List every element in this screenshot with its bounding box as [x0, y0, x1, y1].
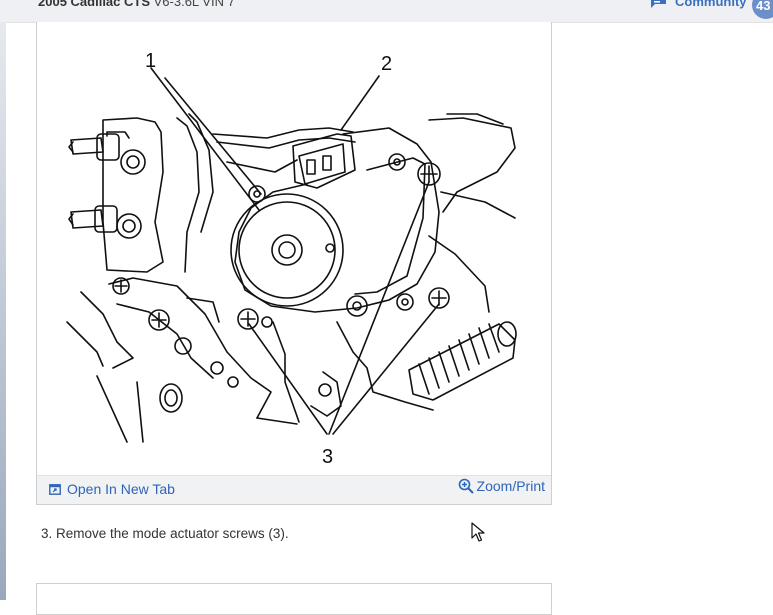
community-label: Community: [675, 0, 747, 9]
next-figure-card: [36, 583, 552, 615]
left-accent-bar: [0, 22, 6, 600]
callout-3: 3: [322, 446, 333, 468]
open-in-new-tab-label: Open In New Tab: [67, 481, 175, 497]
chat-icon: [651, 0, 666, 8]
zoom-print-label: Zoom/Print: [476, 478, 545, 494]
figure-footer: Open In New Tab Zoom/Print: [37, 475, 551, 504]
vehicle-make-model: 2005 Cadillac CTS: [38, 0, 150, 9]
vehicle-title: 2005 Cadillac CTS V6-3.6L VIN 7: [38, 0, 235, 9]
community-button[interactable]: Community: [650, 0, 747, 9]
mode-actuator-diagram: 1 2 3: [66, 50, 517, 468]
step-caption: 3. Remove the mode actuator screws (3).: [41, 526, 289, 541]
figure-card: 1 2 3 Open In New Tab Zoom/Print: [36, 22, 552, 505]
top-bar: 2005 Cadillac CTS V6-3.6L VIN 7 Communit…: [0, 0, 773, 23]
zoom-print-link[interactable]: Zoom/Print: [458, 478, 545, 494]
open-new-tab-icon: [49, 483, 61, 495]
callout-2: 2: [381, 53, 392, 75]
callout-1: 1: [145, 50, 156, 72]
vehicle-engine: V6-3.6L VIN 7: [153, 0, 235, 9]
open-in-new-tab-link[interactable]: Open In New Tab: [49, 481, 175, 497]
community-count-badge: 43: [752, 0, 773, 19]
mouse-cursor-icon: [471, 522, 485, 542]
zoom-icon: [458, 478, 474, 494]
